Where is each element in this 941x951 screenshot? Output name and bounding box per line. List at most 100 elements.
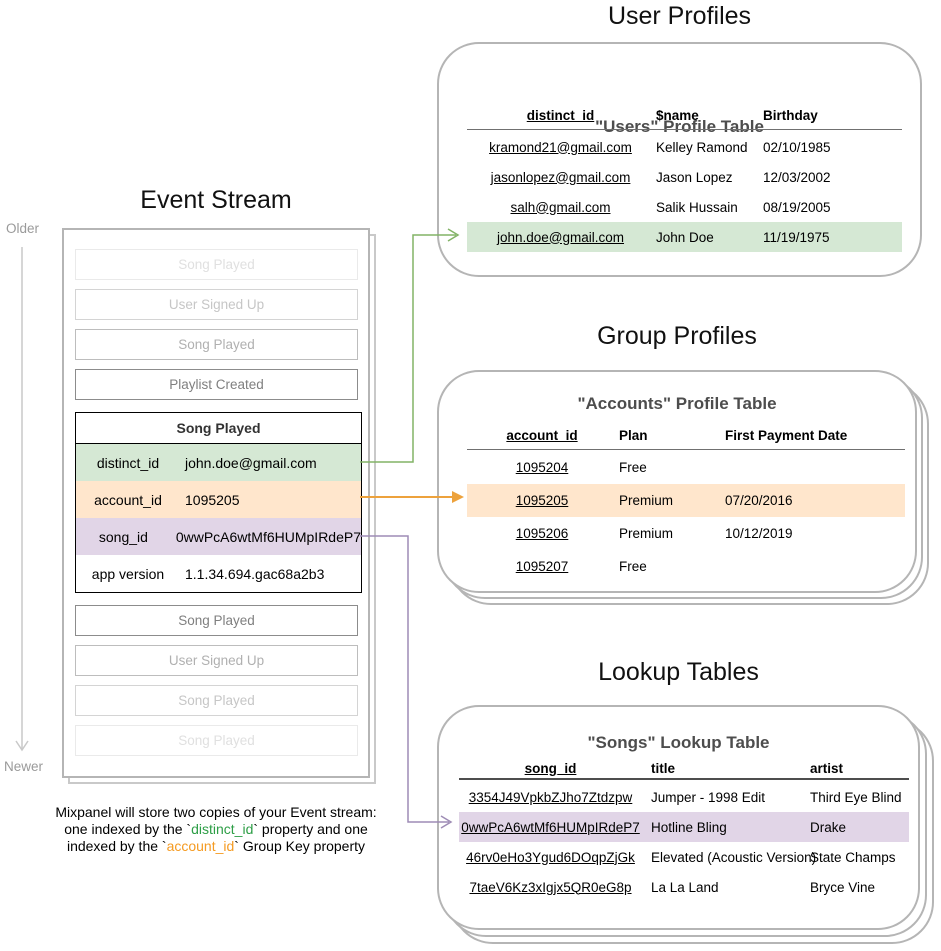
- column-header: distinct_id: [526, 107, 595, 123]
- footnote-line1: Mixpanel will store two copies of your E…: [55, 804, 377, 820]
- event-row: Playlist Created: [75, 369, 358, 400]
- cell-name: Jason Lopez: [656, 169, 733, 185]
- cell-plan: Premium: [619, 493, 674, 508]
- cell-name: Kelley Ramond: [656, 139, 748, 155]
- cell-account-id: 1095207: [515, 559, 569, 574]
- cell-artist: Third Eye Blind: [810, 789, 902, 805]
- cell-first-payment-date: 07/20/2016: [725, 493, 793, 508]
- event-row: Song Played: [75, 685, 358, 716]
- cell-birthday: 12/03/2002: [763, 169, 831, 185]
- event-row: Song Played: [75, 249, 358, 280]
- event-row: User Signed Up: [75, 289, 358, 320]
- songs-header-row: song_id title artist: [459, 757, 909, 779]
- detail-key: distinct_id: [96, 454, 160, 471]
- footnote-line2-post: ` property and one: [253, 821, 368, 837]
- header-separator: [467, 129, 902, 130]
- detail-value: 1095205: [185, 491, 240, 508]
- table-row: kramond21@gmail.com Kelley Ramond 02/10/…: [467, 132, 902, 162]
- cell-song-id: 46rv0eHo3Ygud6DOqpZjGk: [466, 849, 635, 865]
- table-row: 46rv0eHo3Ygud6DOqpZjGk Elevated (Acousti…: [459, 842, 909, 872]
- table-row-highlighted-purple: 0wwPcA6wtMf6HUMpIRdeP7 Hotline Bling Dra…: [459, 812, 909, 842]
- cell-first-payment-date: 10/12/2019: [725, 526, 793, 541]
- column-header: $name: [656, 107, 699, 123]
- accounts-header-row: account_id Plan First Payment Date: [467, 424, 905, 446]
- detail-key: song_id: [98, 528, 148, 545]
- cell-birthday: 02/10/1985: [763, 139, 831, 155]
- cell-artist: State Champs: [810, 849, 896, 865]
- column-header: Plan: [619, 427, 648, 443]
- table-row: 1095207 Free: [467, 550, 905, 583]
- users-card: "Users" Profile Table distinct_id $name …: [437, 42, 922, 277]
- column-header: First Payment Date: [725, 427, 848, 443]
- cell-title: La La Land: [651, 879, 719, 895]
- cell-distinct-id: kramond21@gmail.com: [489, 139, 632, 155]
- column-header: account_id: [506, 427, 578, 443]
- table-row: salh@gmail.com Salik Hussain 08/19/2005: [467, 192, 902, 222]
- distinct-id-highlight-text: distinct_id: [191, 821, 254, 837]
- detail-key: account_id: [94, 491, 162, 508]
- cell-plan: Premium: [619, 526, 674, 541]
- cell-distinct-id: salh@gmail.com: [510, 199, 611, 215]
- user-profiles-title: User Profiles: [607, 2, 752, 30]
- songs-card: "Songs" Lookup Table song_id title artis…: [437, 705, 920, 930]
- detail-row-distinct-id: distinct_id john.doe@gmail.com: [76, 444, 361, 481]
- event-detail-title: Song Played: [76, 413, 361, 444]
- table-row-highlighted-green: john.doe@gmail.com John Doe 11/19/1975: [467, 222, 902, 252]
- event-row: User Signed Up: [75, 645, 358, 676]
- cell-title: Elevated (Acoustic Version): [651, 849, 817, 865]
- older-label: Older: [6, 221, 40, 236]
- detail-row-app-version: app version 1.1.34.694.gac68a2b3: [76, 555, 361, 592]
- cell-song-id: 0wwPcA6wtMf6HUMpIRdeP7: [461, 819, 640, 835]
- lookup-tables-title: Lookup Tables: [598, 658, 759, 686]
- table-row: jasonlopez@gmail.com Jason Lopez 12/03/2…: [467, 162, 902, 192]
- cell-artist: Drake: [810, 819, 847, 835]
- cell-artist: Bryce Vine: [810, 879, 876, 895]
- cell-name: Salik Hussain: [656, 199, 738, 215]
- header-separator: [467, 449, 905, 450]
- footnote: Mixpanel will store two copies of your E…: [20, 804, 412, 855]
- cell-title: Hotline Bling: [651, 819, 727, 835]
- users-header-row: distinct_id $name Birthday: [467, 104, 902, 126]
- event-stream-title: Event Stream: [140, 186, 292, 214]
- table-row: 7taeV6Kz3xIgjx5QR0eG8p La La Land Bryce …: [459, 872, 909, 902]
- detail-value: 0wwPcA6wtMf6HUMpIRdeP7: [175, 528, 361, 545]
- table-row: 3354J49VpkbZJho7Ztdzpw Jumper - 1998 Edi…: [459, 782, 909, 812]
- cell-birthday: 08/19/2005: [763, 199, 831, 215]
- cell-title: Jumper - 1998 Edit: [651, 789, 766, 805]
- column-header: title: [651, 760, 676, 776]
- users-table-title: "Users" Profile Table: [595, 117, 764, 136]
- footnote-line3-pre: indexed by the `: [66, 838, 167, 854]
- cell-name: John Doe: [656, 229, 714, 245]
- timeline-arrow: [15, 247, 29, 752]
- event-detail-table: Song Played distinct_id john.doe@gmail.c…: [75, 412, 362, 593]
- header-separator: [459, 778, 909, 780]
- cell-birthday: 11/19/1975: [763, 229, 830, 245]
- table-row: 1095206 Premium 10/12/2019: [467, 517, 905, 550]
- event-stream-box: Song Played User Signed Up Song Played P…: [62, 228, 370, 778]
- cell-song-id: 7taeV6Kz3xIgjx5QR0eG8p: [469, 879, 632, 895]
- cell-account-id: 1095204: [515, 460, 569, 475]
- column-header: Birthday: [763, 107, 818, 123]
- footnote-line3-post: ` Group Key property: [234, 838, 366, 854]
- cell-account-id: 1095205: [515, 493, 569, 508]
- column-header: artist: [810, 760, 844, 776]
- detail-row-account-id: account_id 1095205: [76, 481, 361, 518]
- account-id-highlight-text: account_id: [166, 838, 235, 854]
- table-row: 1095204 Free: [467, 451, 905, 484]
- newer-label: Newer: [4, 759, 44, 774]
- accounts-card: "Accounts" Profile Table account_id Plan…: [437, 370, 917, 593]
- cell-plan: Free: [619, 460, 647, 475]
- event-row: Song Played: [75, 725, 358, 756]
- cell-account-id: 1095206: [515, 526, 569, 541]
- detail-row-song-id: song_id 0wwPcA6wtMf6HUMpIRdeP7: [76, 518, 361, 555]
- detail-value: 1.1.34.694.gac68a2b3: [185, 565, 325, 582]
- table-row-highlighted-orange: 1095205 Premium 07/20/2016: [467, 484, 905, 517]
- accounts-table-title: "Accounts" Profile Table: [577, 394, 777, 413]
- column-header: song_id: [524, 760, 577, 776]
- detail-key: app version: [91, 565, 165, 582]
- cell-song-id: 3354J49VpkbZJho7Ztdzpw: [468, 789, 633, 805]
- songs-table-title: "Songs" Lookup Table: [587, 733, 770, 752]
- detail-value: john.doe@gmail.com: [185, 454, 317, 471]
- event-row: Song Played: [75, 605, 358, 636]
